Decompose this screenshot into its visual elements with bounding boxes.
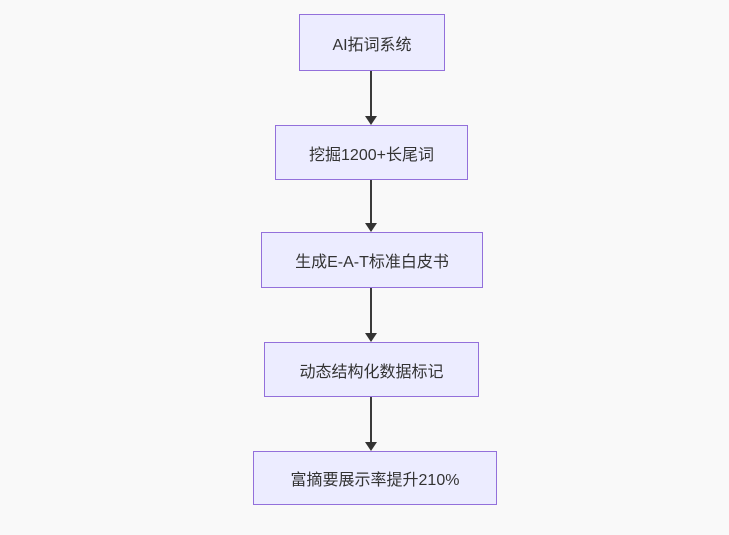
arrow-line bbox=[370, 180, 372, 223]
node-eat-whitepaper: 生成E-A-T标准白皮书 bbox=[261, 232, 483, 288]
node-dynamic-structured-data: 动态结构化数据标记 bbox=[264, 342, 479, 397]
arrow-line bbox=[370, 288, 372, 333]
node-rich-snippet-uplift: 富摘要展示率提升210% bbox=[253, 451, 497, 505]
arrowhead-icon bbox=[365, 223, 377, 232]
node-ai-keyword-system: AI拓词系统 bbox=[299, 14, 445, 71]
node-label: 富摘要展示率提升210% bbox=[290, 472, 460, 489]
flow-arrow-down-icon bbox=[364, 288, 378, 342]
node-label: AI拓词系统 bbox=[332, 36, 412, 54]
arrowhead-icon bbox=[365, 442, 377, 451]
arrow-line bbox=[370, 397, 372, 442]
node-longtail-keyword-mining: 挖掘1200+长尾词 bbox=[275, 125, 468, 180]
node-label: 挖掘1200+长尾词 bbox=[309, 146, 434, 164]
flow-arrow-down-icon bbox=[364, 71, 378, 125]
flow-arrow-down-icon bbox=[364, 397, 378, 451]
arrowhead-icon bbox=[365, 333, 377, 342]
node-label: 动态结构化数据标记 bbox=[299, 363, 444, 381]
arrow-line bbox=[370, 71, 372, 116]
flow-arrow-down-icon bbox=[364, 180, 378, 232]
node-label: 生成E-A-T标准白皮书 bbox=[295, 254, 449, 271]
arrowhead-icon bbox=[365, 116, 377, 125]
